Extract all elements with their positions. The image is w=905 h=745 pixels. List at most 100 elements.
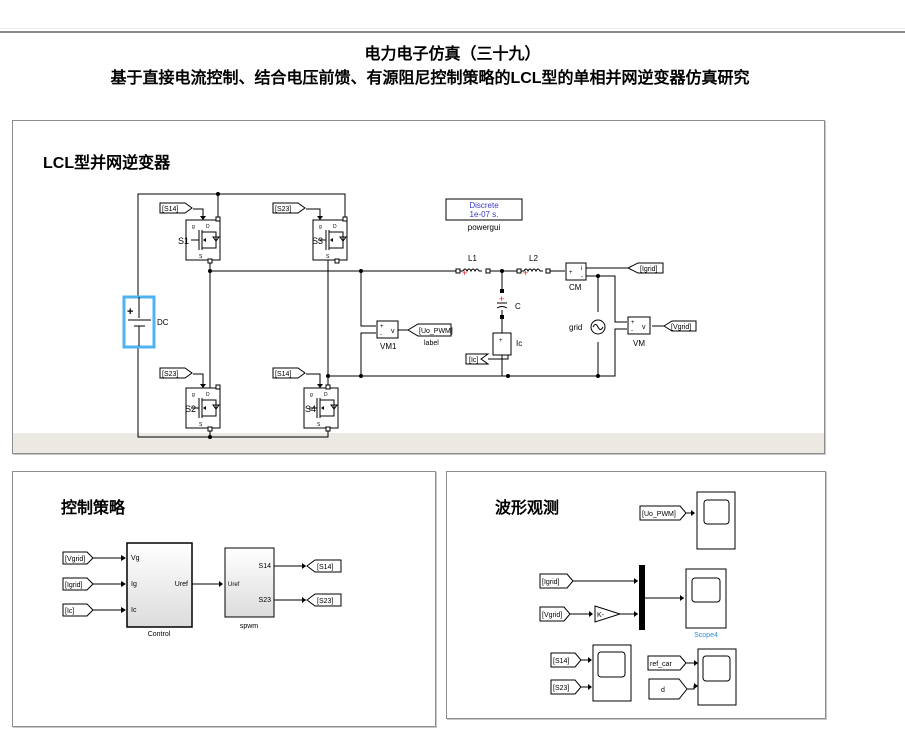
scope4-label: Scope4 bbox=[694, 632, 718, 639]
mosfet-label: S2 bbox=[185, 404, 196, 414]
inductor-l1-label: L1 bbox=[468, 254, 477, 263]
control-port-uref: Uref bbox=[175, 581, 188, 588]
goto-tag-uo-pwm[interactable]: [Uo_PWM] bbox=[407, 323, 453, 337]
from-tag-control-input[interactable]: [Ic] bbox=[62, 603, 94, 617]
from-tag-s14[interactable]: [S14] bbox=[550, 652, 582, 668]
inverter-area: LCL型并网逆变器 bbox=[12, 120, 825, 454]
goto-tag-ic-text: [Ic] bbox=[469, 357, 478, 364]
mosfet-label: S1 bbox=[178, 236, 189, 246]
from-tag-text: [S23] bbox=[553, 685, 569, 692]
grid-source-label: grid bbox=[569, 323, 582, 332]
from-tag-text: [S23] bbox=[162, 371, 178, 378]
goto-tag-vgrid-text: [Vgrid] bbox=[671, 324, 691, 331]
from-tag-control-input[interactable]: [Igrid] bbox=[62, 577, 94, 591]
vm1-port-plus: + bbox=[380, 324, 384, 330]
from-tag-s1[interactable]: [S14] bbox=[159, 202, 193, 214]
spwm-port-s14: S14 bbox=[259, 563, 272, 570]
voltage-meter-vm1[interactable]: + - v bbox=[376, 320, 399, 339]
from-tag-text: [S14] bbox=[275, 371, 291, 378]
from-tag-text: [Vgrid] bbox=[65, 556, 85, 563]
from-tag-igrid[interactable]: [Igrid] bbox=[539, 573, 574, 589]
vm-port-plus: + bbox=[631, 320, 635, 326]
goto-tag-control-output[interactable]: [S14] bbox=[306, 559, 342, 573]
control-port-ic: Ic bbox=[131, 607, 137, 614]
dc-plus-sign: + bbox=[127, 306, 133, 318]
inductor-l1[interactable]: + bbox=[455, 268, 491, 278]
from-tag-d[interactable]: d bbox=[648, 678, 688, 700]
from-tag-text: ref_car bbox=[650, 661, 672, 668]
control-port-ig: Ig bbox=[131, 581, 137, 588]
inverter-area-footer bbox=[13, 433, 824, 453]
svg-text:+: + bbox=[462, 268, 467, 278]
goto-tag-igrid[interactable]: [Igrid] bbox=[626, 262, 664, 274]
from-tag-uo-pwm[interactable]: [Uo_PWM] bbox=[639, 505, 687, 521]
gain-block[interactable]: K- bbox=[594, 605, 622, 623]
scope-switch-signals[interactable] bbox=[592, 644, 632, 702]
from-tag-control-input[interactable]: [Vgrid] bbox=[62, 551, 94, 565]
from-tag-text: d bbox=[661, 687, 665, 694]
control-strategy-area: 控制策略 bbox=[12, 471, 436, 727]
control-port-vg: Vg bbox=[131, 555, 140, 562]
top-toolbar-area bbox=[0, 0, 905, 29]
grid-voltage-source[interactable] bbox=[590, 319, 606, 335]
from-tag-s4[interactable]: [S14] bbox=[272, 367, 306, 379]
current-meter-ic-label: Ic bbox=[516, 339, 522, 348]
svg-text:+: + bbox=[523, 268, 528, 278]
capacitor-label: C bbox=[515, 302, 521, 311]
from-tag-s3[interactable]: [S23] bbox=[272, 202, 306, 214]
spwm-port-uref: Uref bbox=[228, 582, 240, 588]
powergui-label: powergui bbox=[468, 223, 501, 232]
inverter-area-title: LCL型并网逆变器 bbox=[43, 155, 171, 172]
spwm-subsystem-block[interactable]: Uref S14 S23 bbox=[224, 547, 275, 618]
powergui-mode: Discrete bbox=[469, 201, 499, 210]
inductor-l2[interactable]: + bbox=[516, 268, 551, 278]
ic-port-plus: + bbox=[499, 338, 503, 344]
from-tag-text: [S23] bbox=[275, 206, 291, 213]
waveform-area: 波形观测 bbox=[446, 471, 826, 719]
from-tag-vgrid[interactable]: [Vgrid] bbox=[539, 606, 571, 622]
drain-port-label: D bbox=[333, 224, 337, 230]
source-port-label: S bbox=[317, 422, 321, 428]
control-subsystem-block[interactable]: Vg Ig Ic Uref bbox=[126, 542, 193, 628]
goto-tag-text: [S14] bbox=[317, 564, 333, 571]
source-port-label: S bbox=[326, 254, 330, 260]
from-tag-text: [S14] bbox=[162, 206, 178, 213]
from-tag-text: [Igrid] bbox=[542, 579, 560, 586]
spwm-block-label: spwm bbox=[240, 623, 258, 630]
from-tag-s2[interactable]: [S23] bbox=[159, 367, 193, 379]
from-tag-text: [S14] bbox=[553, 658, 569, 665]
voltage-meter-vm[interactable]: + - v bbox=[627, 316, 651, 335]
current-meter-ic[interactable]: + bbox=[492, 332, 512, 356]
goto-tag-text: [S23] bbox=[317, 598, 333, 605]
vm1-port-v: v bbox=[391, 328, 395, 335]
source-port-label: S bbox=[199, 254, 203, 260]
current-meter-grid-label: CM bbox=[569, 283, 582, 292]
scope4[interactable] bbox=[685, 568, 727, 629]
scope-carrier[interactable] bbox=[697, 648, 737, 706]
control-strategy-title: 控制策略 bbox=[61, 500, 126, 517]
goto-tag-vgrid[interactable]: [Vgrid] bbox=[663, 320, 697, 332]
capacitor-c[interactable]: + bbox=[496, 289, 508, 319]
dc-source-block[interactable]: + bbox=[122, 295, 156, 349]
cm-port-plus: + bbox=[569, 270, 573, 276]
scope-uo-pwm[interactable] bbox=[696, 491, 736, 550]
mux-block[interactable] bbox=[639, 565, 645, 630]
from-tag-ref-car[interactable]: ref_car bbox=[647, 655, 687, 671]
from-tag-text: [Vgrid] bbox=[542, 612, 562, 619]
control-block-label: Control bbox=[148, 631, 171, 638]
goto-tag-uo-pwm-label: label bbox=[424, 340, 439, 347]
goto-tag-control-output[interactable]: [S23] bbox=[306, 593, 342, 607]
cm-port-i: i bbox=[581, 266, 582, 272]
drain-port-label: D bbox=[206, 224, 210, 230]
svg-text:+: + bbox=[499, 294, 504, 304]
powergui-block[interactable]: Discrete 1e-07 s. bbox=[445, 198, 523, 221]
goto-tag-ic[interactable]: [Ic] bbox=[465, 353, 490, 365]
current-meter-grid[interactable]: + i - bbox=[565, 262, 587, 281]
from-tag-s23[interactable]: [S23] bbox=[550, 679, 582, 695]
page-title: 电力电子仿真（三十九） bbox=[364, 46, 541, 63]
